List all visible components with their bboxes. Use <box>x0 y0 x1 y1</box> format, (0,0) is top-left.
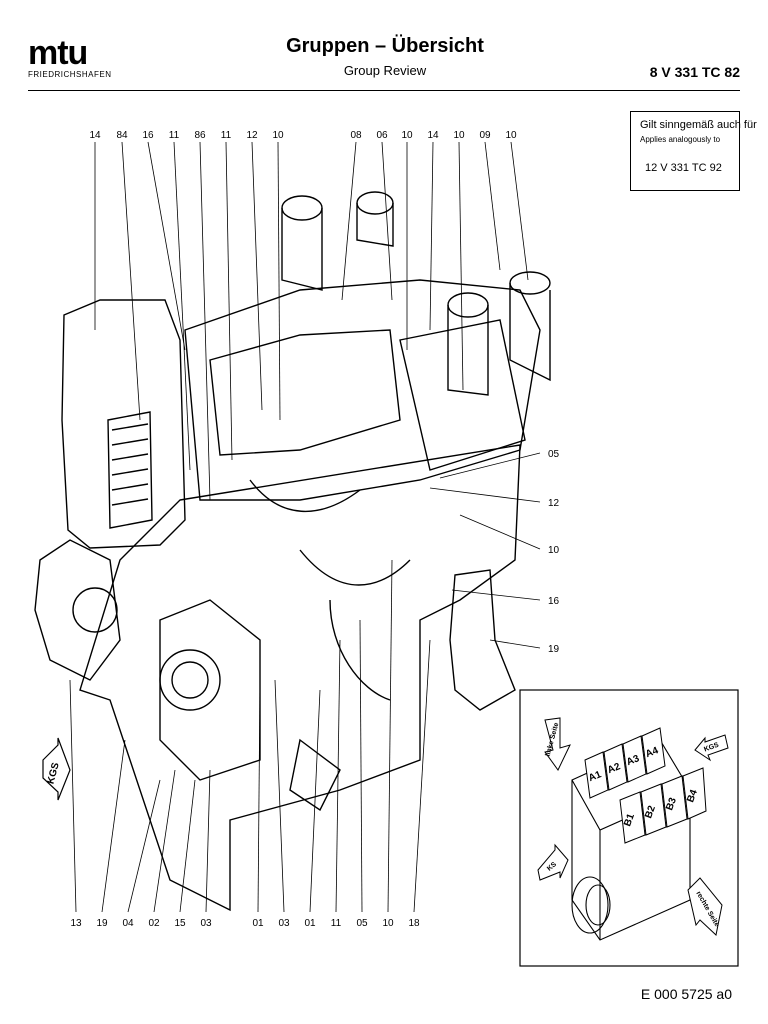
page-title: Gruppen – Übersicht <box>286 35 484 57</box>
engine-outline <box>34 191 551 912</box>
header-rule <box>28 90 740 91</box>
callout-top-4: 11 <box>169 130 180 141</box>
callout-top-8: 10 <box>272 130 284 141</box>
callout-top-14: 09 <box>479 130 491 141</box>
cyl-a4: A4 <box>644 745 660 760</box>
page-subtitle: Group Review <box>343 63 427 78</box>
kgs-side-arrow: KGS <box>42 737 71 801</box>
callout-bottom-12: 10 <box>382 918 394 929</box>
callout-right-4: 16 <box>548 596 560 607</box>
engine-model: 8 V 331 TC 82 <box>649 64 740 80</box>
ks-inset-label: KS <box>546 861 558 873</box>
callout-top-2: 84 <box>116 130 128 141</box>
right-callouts: 05 12 10 16 19 <box>548 449 560 655</box>
right-side-arrow <box>687 877 723 936</box>
callout-top-9: 08 <box>350 130 362 141</box>
callout-bottom-11: 05 <box>356 918 368 929</box>
callout-right-1: 05 <box>548 449 560 460</box>
callout-bottom-7: 01 <box>252 918 264 929</box>
document-id: E 000 5725 a0 <box>640 986 732 1002</box>
note-german: Gilt sinngemäß auch für <box>640 119 757 131</box>
bottom-leaders <box>69 559 431 913</box>
note-model: 12 V 331 TC 92 <box>645 162 722 174</box>
callout-bottom-9: 01 <box>304 918 316 929</box>
note-english: Applies analogously to <box>640 135 721 144</box>
cyl-b4: B4 <box>685 788 700 804</box>
callout-bottom-2: 19 <box>96 918 108 929</box>
callout-right-2: 12 <box>548 498 560 509</box>
callout-top-7: 12 <box>246 130 258 141</box>
callout-bottom-10: 11 <box>331 918 342 929</box>
logo-subtitle: FRIEDRICHSHAFEN <box>28 70 112 79</box>
callout-right-3: 10 <box>548 545 560 556</box>
applicability-note: Gilt sinngemäß auch für Applies analogou… <box>630 111 757 191</box>
callout-top-13: 10 <box>453 130 465 141</box>
cyl-a3: A3 <box>625 753 641 768</box>
callout-bottom-1: 13 <box>70 918 82 929</box>
callout-bottom-4: 02 <box>148 918 160 929</box>
kcs-arrow <box>694 734 729 762</box>
bottom-callouts: 13 19 04 02 15 03 01 03 01 11 05 10 18 <box>70 918 420 929</box>
top-callouts: 14 84 16 11 86 11 12 10 08 06 10 14 10 0… <box>89 130 517 141</box>
left-side-arrow <box>544 717 571 771</box>
callout-bottom-5: 15 <box>174 918 186 929</box>
top-leaders <box>94 141 529 501</box>
callout-top-1: 14 <box>89 130 101 141</box>
callout-bottom-6: 03 <box>200 918 212 929</box>
cyl-b1: B1 <box>622 812 637 828</box>
callout-top-11: 10 <box>401 130 413 141</box>
callout-bottom-8: 03 <box>278 918 290 929</box>
cyl-b2: B2 <box>643 804 658 820</box>
logo-wordmark: mtu <box>28 34 88 72</box>
callout-top-10: 06 <box>376 130 388 141</box>
right-leaders <box>429 452 541 649</box>
callout-right-5: 19 <box>548 644 560 655</box>
cyl-b3: B3 <box>664 796 679 812</box>
callout-top-3: 16 <box>142 130 154 141</box>
callout-bottom-3: 04 <box>122 918 134 929</box>
callout-top-6: 11 <box>221 130 232 141</box>
kgs-inset-label: KGS <box>703 742 720 754</box>
callout-top-15: 10 <box>505 130 517 141</box>
callout-bottom-13: 18 <box>408 918 420 929</box>
callout-top-5: 86 <box>194 130 206 141</box>
ks-arrow <box>537 843 569 881</box>
cylinder-inset: A1 A2 A3 A4 B1 B2 B3 B4 linke Seite KGS … <box>519 689 739 967</box>
cyl-a1: A1 <box>587 769 603 784</box>
callout-top-12: 14 <box>427 130 439 141</box>
cyl-a2: A2 <box>606 761 622 776</box>
